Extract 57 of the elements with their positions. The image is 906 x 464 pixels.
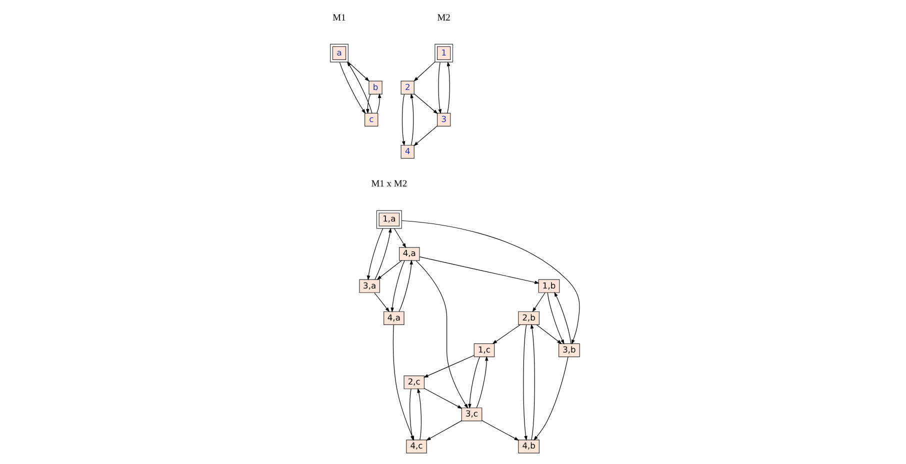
- arrow: [425, 420, 462, 441]
- node-box: 4,a: [383, 311, 404, 325]
- label: M2: [436, 13, 450, 24]
- arrow: [536, 324, 562, 344]
- arrow: [522, 324, 527, 441]
- arrow: [374, 228, 392, 280]
- arrow: [530, 324, 534, 440]
- arrow: [347, 62, 369, 82]
- arrow: [400, 220, 580, 344]
- arrow: [373, 292, 390, 312]
- arrow: [416, 388, 422, 440]
- arrow: [424, 388, 462, 409]
- arrow: [393, 228, 406, 248]
- arrow: [446, 61, 450, 114]
- arrow: [376, 260, 402, 280]
- arrow: [546, 292, 564, 344]
- arrow: [410, 93, 414, 146]
- arrow: [481, 420, 519, 441]
- arrow: [401, 94, 405, 146]
- node-box: 4,a: [398, 247, 420, 261]
- node-box: 4,c: [406, 440, 426, 454]
- arrow: [554, 292, 571, 344]
- node-box: 2,c: [403, 376, 424, 390]
- node-box: 1: [434, 44, 453, 62]
- arrow: [418, 256, 539, 284]
- arrow: [390, 260, 404, 312]
- node-box: 3,a: [358, 279, 380, 293]
- node-box: 2: [400, 80, 414, 94]
- arrow: [415, 260, 468, 409]
- arrow: [413, 94, 438, 114]
- node-box: 1,c: [473, 343, 494, 358]
- node-box: 4,b: [518, 440, 540, 454]
- arrow: [423, 355, 474, 378]
- arrow: [438, 62, 442, 114]
- arrow: [365, 94, 370, 114]
- node-box: 3,c: [460, 408, 482, 422]
- label: M1 x M2: [370, 180, 407, 190]
- arrow: [468, 356, 480, 409]
- label: M1: [332, 13, 346, 24]
- arrow: [346, 62, 372, 114]
- node-box: 2,b: [518, 311, 540, 325]
- node-box: 1,b: [538, 279, 560, 293]
- arrow: [338, 62, 366, 114]
- arrow: [413, 126, 437, 146]
- node-box: 3,b: [558, 343, 580, 358]
- arrow: [532, 292, 545, 312]
- arrow: [476, 356, 488, 408]
- arrow: [533, 356, 568, 441]
- node-box: 3: [436, 112, 450, 127]
- arrow: [376, 93, 381, 114]
- arrow: [398, 260, 412, 312]
- arrow: [366, 228, 383, 280]
- node-box: c: [364, 112, 378, 127]
- node-box: b: [368, 80, 382, 94]
- arrow: [413, 62, 435, 82]
- arrow: [492, 324, 520, 344]
- node-box: 4: [400, 144, 414, 159]
